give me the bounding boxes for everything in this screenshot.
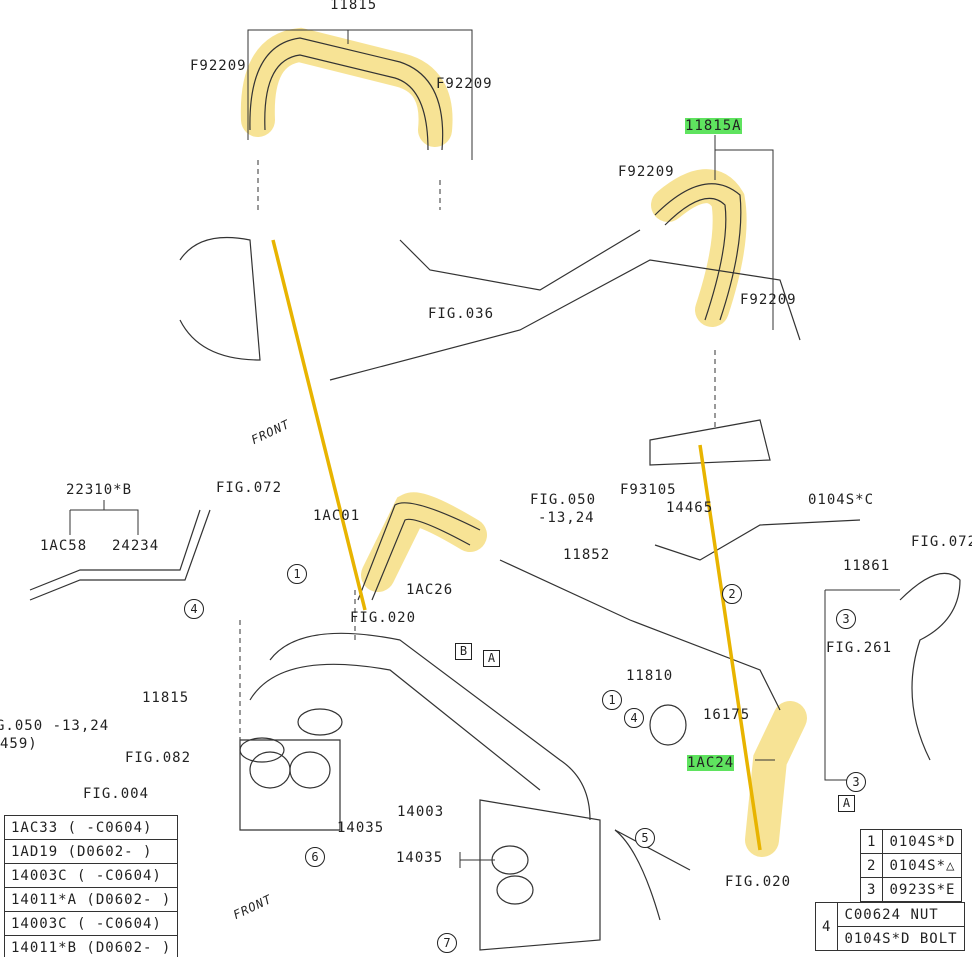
label-22310b: 22310*B <box>66 482 133 498</box>
table-cell: 3 <box>859 877 884 902</box>
label-f92209: F92209 <box>618 164 675 180</box>
label-11815a: 11815A <box>685 118 742 134</box>
yellow-connector-lines <box>271 239 762 851</box>
table-row: 14003C ( -C0604) <box>3 911 179 936</box>
table-cell: 14011*A (D0602- ) <box>3 887 179 912</box>
label-fig050: FIG.050 <box>530 492 597 508</box>
label-14003: 14003 <box>397 804 445 820</box>
table-row: 0104S*D BOLT <box>816 926 965 951</box>
callout-4: 4 <box>624 708 644 728</box>
table-row: 14011*B (D0602- ) <box>3 935 179 957</box>
label-11861: 11861 <box>843 558 891 574</box>
callout-5: 5 <box>635 828 655 848</box>
hose-outlines <box>29 37 961 951</box>
table-cell: 1 <box>859 829 884 854</box>
ref-box-a: A <box>483 650 500 667</box>
label-11852: 11852 <box>563 547 611 563</box>
table-row: 1AD19 (D0602- ) <box>3 839 179 864</box>
label-fig004: FIG.004 <box>83 786 150 802</box>
table-cell: 0923S*E <box>882 877 963 902</box>
table-row: 1AC33 ( -C0604) <box>3 815 179 840</box>
label-11810: 11810 <box>626 668 674 684</box>
table-cell: 0104S*D BOLT <box>837 926 965 951</box>
table-cell: 2 <box>859 853 884 878</box>
table-cell: 14003C ( -C0604) <box>3 863 179 888</box>
label-fig036: FIG.036 <box>428 306 495 322</box>
callout-4: 4 <box>184 599 204 619</box>
label-0104sc: 0104S*C <box>808 492 875 508</box>
table-cell: 1AC33 ( -C0604) <box>3 815 179 840</box>
label-fig082: FIG.082 <box>125 750 192 766</box>
label-14035: 14035 <box>396 850 444 866</box>
label-11815: 11815 <box>142 690 190 706</box>
label-24234: 24234 <box>112 538 160 554</box>
label-fig261: FIG.261 <box>826 640 893 656</box>
label-fig050-range: -13,24 <box>538 510 595 526</box>
label-fig072: FIG.072 <box>216 480 283 496</box>
callout-1: 1 <box>602 690 622 710</box>
left-parts-table: 1AC33 ( -C0604) 1AD19 (D0602- ) 14003C (… <box>3 815 179 957</box>
table-cell: 0104S*D <box>882 829 963 854</box>
callout-3: 3 <box>846 772 866 792</box>
table-cell: 1AD19 (D0602- ) <box>3 839 179 864</box>
table-cell: 14003C ( -C0604) <box>3 911 179 936</box>
label-fig020: FIG.020 <box>350 610 417 626</box>
leader-lines <box>69 29 900 868</box>
label-f92209: F92209 <box>436 76 493 92</box>
callout-2: 2 <box>722 584 742 604</box>
label-fig072: FIG.072 <box>911 534 972 550</box>
ref-box-b: B <box>455 643 472 660</box>
table-cell: 4 <box>814 902 839 951</box>
label-11815: 11815 <box>330 0 378 13</box>
label-14035: 14035 <box>337 820 385 836</box>
label-fig050: G.050 -13,24 <box>0 718 110 734</box>
label-14465: 14465 <box>666 500 714 516</box>
highlighted-hoses <box>240 27 807 857</box>
table-cell: 0104S*△ <box>882 853 963 878</box>
table-row: 14003C ( -C0604) <box>3 863 179 888</box>
ref-box-a: A <box>838 795 855 812</box>
table-row: 14011*A (D0602- ) <box>3 887 179 912</box>
label-1ac24: 1AC24 <box>687 755 735 771</box>
label-fig020: FIG.020 <box>725 874 792 890</box>
dashed-guides <box>239 160 716 800</box>
callout-6: 6 <box>305 847 325 867</box>
label-16175: 16175 <box>703 707 751 723</box>
label-f92209: F92209 <box>190 58 247 74</box>
callout-1: 1 <box>287 564 307 584</box>
callout-7: 7 <box>437 933 457 953</box>
label-459: 459) <box>0 736 38 752</box>
table-cell: 14011*B (D0602- ) <box>3 935 179 957</box>
label-1ac26: 1AC26 <box>406 582 454 598</box>
table-cell: C00624 NUT <box>837 902 965 927</box>
label-1ac01: 1AC01 <box>313 508 361 524</box>
callout-3: 3 <box>836 609 856 629</box>
label-1ac58: 1AC58 <box>40 538 88 554</box>
label-f93105: F93105 <box>620 482 677 498</box>
label-f92209: F92209 <box>740 292 797 308</box>
